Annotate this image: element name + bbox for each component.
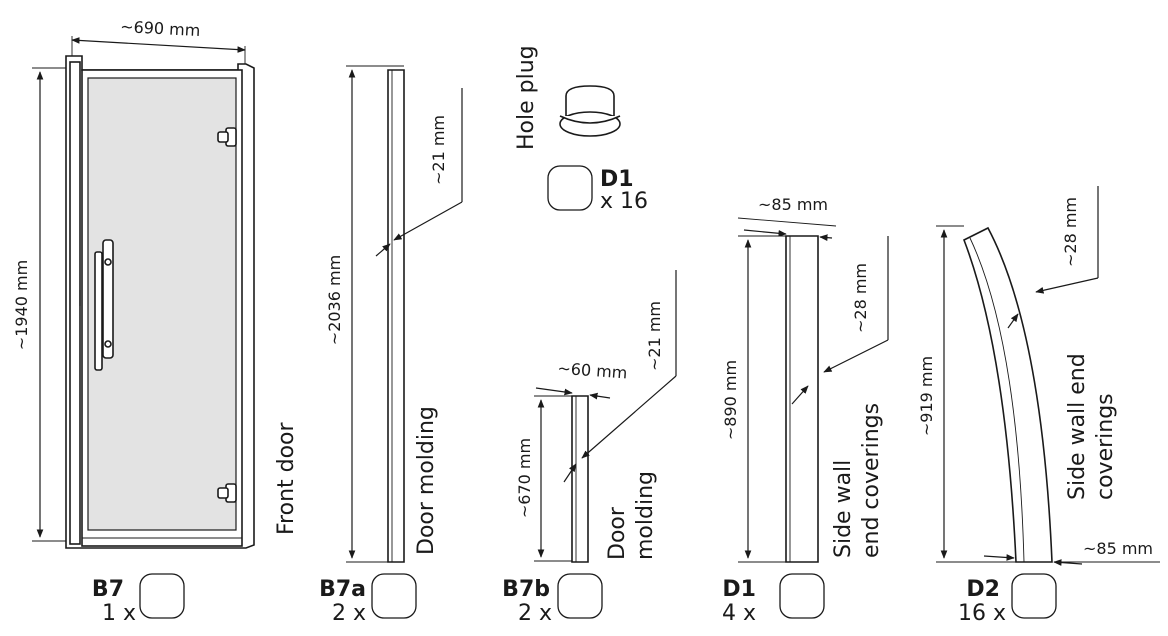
d2-checkbox[interactable] (1011, 573, 1057, 619)
b7-quantity: 1 x (102, 601, 136, 626)
door-frame-jamb (69, 61, 81, 545)
d1-height-label: ~890 mm (721, 360, 740, 440)
b7-checkbox[interactable] (139, 573, 185, 619)
b7b-name-line1: Door (605, 506, 630, 560)
b7a-code: B7a (319, 577, 366, 602)
hole-plug-quantity: x 16 (600, 189, 648, 214)
leader-line (823, 339, 889, 373)
lower-hinge-icon (217, 483, 237, 503)
hole-plug-checkbox[interactable] (547, 165, 593, 211)
b7a-quantity: 2 x (332, 601, 366, 626)
b7a-checkbox[interactable] (371, 573, 417, 619)
b7a-thickness-label: ~21 mm (429, 115, 448, 185)
d1-thickness-label: ~28 mm (851, 263, 870, 333)
b7b-name-line2: molding (633, 471, 658, 560)
d1-quantity: 4 x (722, 601, 756, 626)
hole-plug-code: D1 (600, 167, 634, 192)
leader-line (563, 463, 577, 483)
b7a-height-label: ~2036 mm (325, 255, 344, 345)
b7b-code: B7b (502, 577, 550, 602)
cover-strip (785, 235, 819, 563)
dimension-baseline (737, 217, 837, 227)
d1-code: D1 (722, 577, 756, 602)
d2-height-label: ~919 mm (917, 356, 936, 436)
side-wall-end-coverings-d1: ~85 mm ~890 mm ~28 mm Side wall end cove… (721, 195, 889, 626)
door-width-label: ~690 mm (120, 17, 201, 40)
b7-code: B7 (92, 577, 124, 602)
d2-width-label: ~85 mm (1083, 539, 1153, 558)
width-dimension-line (71, 37, 246, 53)
hole-plug-name: Hole plug (514, 45, 539, 150)
d2-thickness-label: ~28 mm (1061, 197, 1080, 267)
leader-line (1007, 313, 1019, 329)
front-door-name: Front door (274, 421, 299, 535)
b7b-quantity: 2 x (518, 601, 552, 626)
b7b-thickness-label: ~21 mm (645, 301, 664, 371)
d2-name-line1: Side wall end (1065, 353, 1090, 500)
door-handle-icon (94, 239, 114, 371)
width-dimension-line (983, 554, 1015, 561)
curved-cover-strip (962, 226, 1053, 563)
width-dimension-line (1053, 559, 1083, 566)
d2-name-line2: coverings (1093, 393, 1118, 500)
leader-line (375, 243, 391, 257)
b7b-height-label: ~670 mm (515, 438, 534, 518)
width-dimension-line (535, 387, 573, 396)
leader-line (791, 385, 809, 405)
side-wall-end-coverings-d2: ~919 mm ~28 mm ~85 mm Side wall end cove… (917, 186, 1160, 626)
molding-strip (387, 69, 405, 563)
door-molding-b7b: ~60 mm ~670 mm ~21 mm Door molding B7b 2… (502, 270, 677, 626)
leader-line (393, 201, 463, 241)
d1-name-line1: Side wall (831, 460, 856, 558)
d2-code: D2 (966, 577, 1000, 602)
leader-line (1035, 277, 1099, 294)
door-molding-b7a: ~2036 mm ~21 mm Door molding B7a 2 x (319, 65, 463, 626)
width-dimension-line (819, 234, 833, 241)
d1-width-label: ~85 mm (758, 195, 828, 214)
leader-line (581, 375, 677, 459)
door-height-label: ~1940 mm (12, 260, 31, 350)
b7b-width-label: ~60 mm (557, 359, 628, 383)
width-dimension-line (743, 229, 787, 237)
hole-plug-icon (559, 85, 621, 137)
d2-quantity: 16 x (958, 601, 1006, 626)
hole-plug-d1: Hole plug D1 x 16 (514, 45, 648, 214)
width-dimension-line (589, 392, 611, 400)
upper-hinge-icon (217, 127, 237, 147)
front-door-b7: ~690 mm ~1940 mm Front door B7 (12, 17, 299, 626)
curved-cover-edge (969, 237, 1025, 563)
door-molding-name: Door molding (414, 406, 439, 555)
d1-checkbox[interactable] (779, 573, 825, 619)
b7b-checkbox[interactable] (557, 573, 603, 619)
molding-strip (571, 395, 589, 563)
d1-name-line2: end coverings (859, 403, 884, 558)
